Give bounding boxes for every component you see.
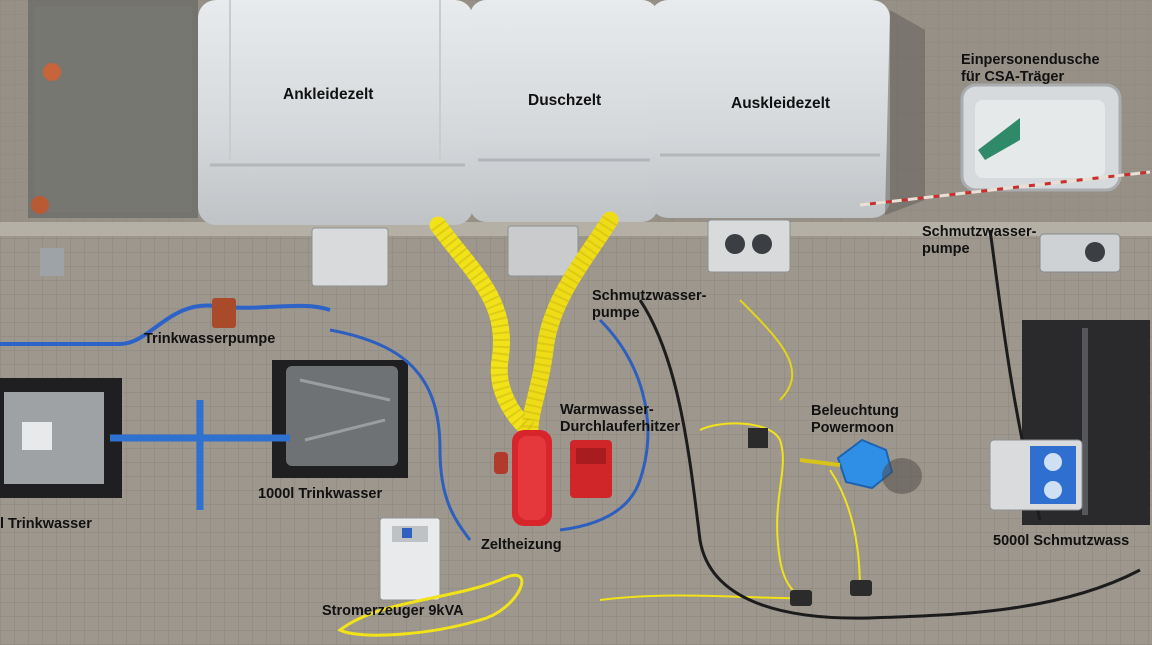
crate <box>311 227 389 287</box>
sewage-pump-box <box>989 439 1083 511</box>
label-warmwasser: Warmwasser- Durchlauferhitzer <box>560 402 680 436</box>
generator <box>379 517 441 601</box>
small-box <box>40 248 64 276</box>
label-schmutzwasserpumpe-center-line2: pumpe <box>592 305 640 321</box>
water-tank-left <box>0 378 122 498</box>
crate <box>507 225 579 277</box>
label-beleuchtung-line1: Beleuchtung <box>811 403 899 419</box>
tent-duschzelt <box>470 0 658 222</box>
tent-heater <box>512 430 552 526</box>
label-zeltheizung: Zeltheizung <box>481 537 562 553</box>
cable-coil <box>337 573 524 637</box>
single-person-shower <box>960 83 1122 192</box>
label-trinkwasser-left: l Trinkwasser <box>0 516 92 532</box>
label-schmutzwasserpumpe-center: Schmutzwasser- pumpe <box>592 288 706 322</box>
label-schmutzwasserpumpe-center-line1: Schmutzwasser- <box>592 288 707 304</box>
light-shadow <box>882 458 922 494</box>
label-trinkwasser-1000: 1000l Trinkwasser <box>258 486 383 502</box>
label-duschzelt: Duschzelt <box>528 92 602 109</box>
traffic-cone <box>31 196 49 214</box>
label-stromerzeuger: Stromerzeuger 9kVA <box>322 603 464 619</box>
label-schmutzwasserpumpe-right: Schmutzwasser- pumpe <box>922 224 1036 258</box>
water-line-loop <box>329 328 472 541</box>
traffic-cone <box>43 63 61 81</box>
junction-box <box>748 428 768 448</box>
water-tank-1000l <box>272 360 408 478</box>
label-schmutzwasserpumpe-right-line1: Schmutzwasser- <box>922 224 1037 240</box>
tent-auskleidezelt <box>650 0 890 218</box>
sewage-pump-right <box>1039 233 1121 273</box>
barrier-tape <box>859 170 1151 207</box>
label-einpersonendusche: Einpersonendusche für CSA-Träger <box>961 52 1100 86</box>
tent-ankleidezelt <box>198 0 473 225</box>
gas-bottle <box>494 452 508 474</box>
label-beleuchtung-line2: Powermoon <box>811 420 894 436</box>
tent-shadow <box>885 10 925 215</box>
label-warmwasser-line2: Durchlauferhitzer <box>560 419 681 435</box>
crate <box>707 219 791 273</box>
label-ankleidezelt: Ankleidezelt <box>283 86 374 103</box>
water-heater <box>570 440 612 498</box>
powermoon-light <box>836 438 894 490</box>
sewage-hose <box>638 299 1141 620</box>
label-schmutzwasser-5000: 5000l Schmutzwass <box>993 533 1130 549</box>
label-trinkwasserpumpe: Trinkwasserpumpe <box>144 331 276 347</box>
small-pump <box>790 590 812 606</box>
label-warmwasser-line1: Warmwasser- <box>560 402 654 418</box>
small-pump <box>850 580 872 596</box>
label-einpersonendusche-line1: Einpersonendusche <box>961 52 1100 68</box>
label-einpersonendusche-line2: für CSA-Träger <box>961 69 1065 85</box>
label-schmutzwasserpumpe-right-line2: pumpe <box>922 241 970 257</box>
label-beleuchtung: Beleuchtung Powermoon <box>811 403 899 437</box>
label-auskleidezelt: Auskleidezelt <box>731 95 831 112</box>
drinking-water-pump <box>212 298 236 328</box>
